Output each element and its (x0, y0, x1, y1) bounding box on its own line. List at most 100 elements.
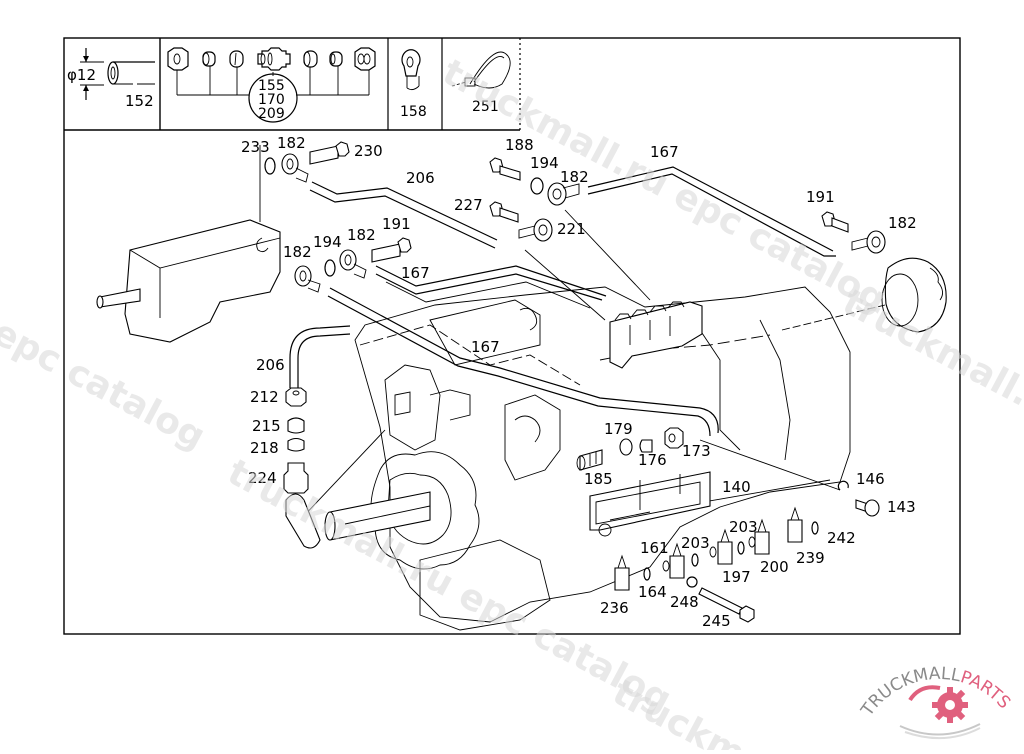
callout-circle (248, 73, 298, 123)
shift-tower (384, 364, 441, 451)
callout-164: 164 (638, 583, 667, 601)
lock-ring-icon (837, 480, 849, 491)
callout-221: 221 (557, 220, 586, 238)
watermarks: truckmall.ru epc catalog epc catalog tru… (0, 52, 1024, 754)
callout-173: 173 (682, 442, 711, 460)
callout-182: 182 (888, 214, 917, 232)
washer-icon (324, 259, 336, 277)
header-cell-tube: φ12 152 (67, 48, 155, 110)
callout-245: 245 (702, 612, 731, 630)
callout-185: 185 (584, 470, 613, 488)
tube-end-icon (107, 61, 119, 85)
pressure-switches (614, 506, 819, 623)
callout-212: 212 (250, 388, 279, 406)
callout-182: 182 (283, 243, 312, 261)
callout-239: 239 (796, 549, 825, 567)
callout-167: 167 (650, 143, 679, 161)
callout-140: 140 (722, 478, 751, 496)
washer-icon (530, 177, 544, 195)
gear-icon (932, 687, 968, 723)
callout-188: 188 (505, 136, 534, 154)
callout-167: 167 (471, 338, 500, 356)
callout-182: 182 (277, 134, 306, 152)
switch-icon (754, 531, 770, 555)
switch-icon (717, 541, 733, 565)
washer-icon (737, 541, 745, 555)
part-label-158: 158 (400, 104, 427, 120)
top-cover (429, 299, 541, 366)
callout-230: 230 (354, 142, 383, 160)
callout-191: 191 (382, 215, 411, 233)
callout-182: 182 (560, 168, 589, 186)
callout-248: 248 (670, 593, 699, 611)
part-label-155: 155 (258, 78, 285, 94)
banjo-icon (547, 182, 567, 206)
callout-236: 236 (600, 599, 629, 617)
callout-215: 215 (252, 417, 281, 435)
washer-icon (686, 576, 698, 588)
watermark-text: truckmall.ru epc catalog (436, 52, 893, 321)
callout-218: 218 (250, 439, 279, 457)
banjo-icon (533, 218, 553, 242)
valve-block (504, 394, 561, 481)
solenoid-manifold (609, 301, 703, 369)
cable-tie-icon (469, 51, 511, 89)
callout-242: 242 (827, 529, 856, 547)
callout-224: 224 (248, 469, 277, 487)
bolt-icon (371, 243, 401, 263)
callout-146: 146 (856, 470, 885, 488)
washer-icon (264, 157, 276, 175)
union-fitting-icon (283, 462, 309, 494)
banjo-icon (281, 153, 299, 175)
banjo-icon (866, 230, 886, 254)
callout-176: 176 (638, 451, 667, 469)
nut-icon (354, 47, 376, 71)
header-cell-fitting-set: 155 170 209 (167, 47, 376, 123)
banjo-icon (339, 249, 357, 271)
washer-icon (811, 521, 819, 535)
diagram-frame (63, 37, 961, 635)
callout-203: 203 (681, 534, 710, 552)
ring-icon (287, 437, 305, 452)
part-label-152: 152 (125, 92, 154, 110)
sleeve-icon (287, 417, 305, 434)
callout-179: 179 (604, 420, 633, 438)
washer-icon (691, 553, 699, 567)
callout-194: 194 (313, 233, 342, 251)
bell-housing (370, 451, 480, 570)
adapter-icon (579, 449, 603, 471)
logo-text-truckmall: TRUCKMALLPARTS (857, 664, 1014, 721)
callout-203: 203 (729, 518, 758, 536)
switch-icon (787, 519, 803, 543)
callout-206: 206 (256, 356, 285, 374)
cover-plate (285, 493, 321, 549)
sleeve-icon (639, 439, 653, 453)
shift-cylinder (96, 145, 281, 343)
callout-191: 191 (806, 188, 835, 206)
speedometer-drive (781, 257, 947, 333)
callout-194: 194 (530, 154, 559, 172)
callout-206: 206 (406, 169, 435, 187)
part-label-209: 209 (258, 106, 285, 122)
callout-167: 167 (401, 264, 430, 282)
part-label-251: 251 (472, 99, 499, 115)
callout-227: 227 (454, 196, 483, 214)
part-label-170: 170 (258, 92, 285, 108)
switch-icon (669, 555, 685, 579)
callout-161: 161 (640, 539, 669, 557)
washer-icon (643, 567, 651, 581)
nut-icon (664, 427, 684, 449)
header-strip (64, 38, 521, 131)
header-cell-banjo: 158 (400, 49, 427, 120)
ring-icon (229, 50, 244, 68)
bolt-icon (309, 145, 339, 165)
union-fitting-icon (257, 47, 291, 71)
callout-233: 233 (241, 138, 270, 156)
dimension-label: φ12 (67, 66, 96, 84)
fittings (264, 141, 886, 623)
transmission-housing (285, 286, 851, 631)
nut-icon (167, 47, 189, 71)
nut-icon (285, 387, 307, 407)
